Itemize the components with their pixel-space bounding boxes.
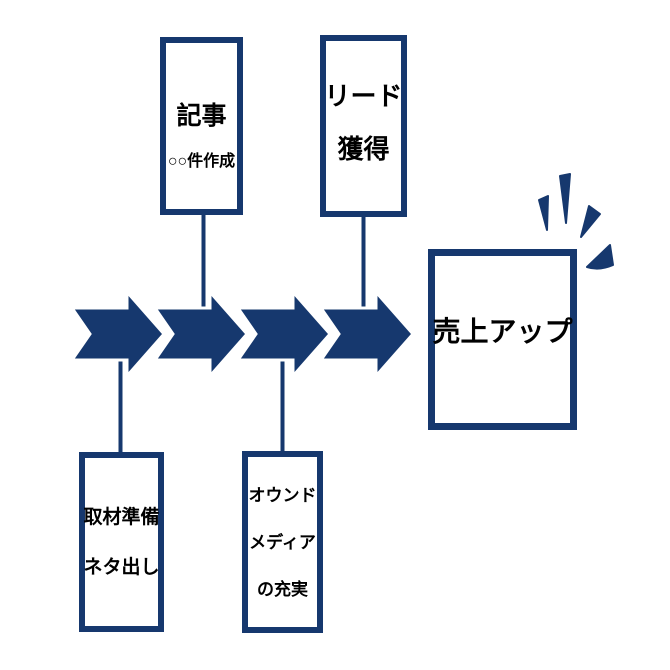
box-line: ○○件作成: [167, 153, 236, 170]
chevron-right-arrow-icon: [69, 288, 166, 380]
process-box-leads: リード 獲得: [320, 35, 407, 217]
chevron-right-arrow-icon: [152, 288, 249, 380]
flow-arrows: [69, 288, 415, 380]
result-label: 売上アップ: [432, 316, 573, 347]
emphasis-stroke: [559, 173, 571, 224]
box-line: ネタ出し: [83, 556, 160, 578]
sparkle-emphasis-icon: [538, 173, 614, 270]
chevron-right-arrow-icon: [235, 288, 332, 380]
process-box-owned-media: オウンド メディア の充実: [242, 451, 323, 633]
box-line: リード: [324, 81, 403, 111]
process-box-preparation: 取材準備 ネタ出し: [79, 452, 164, 632]
box-line: オウンド: [248, 485, 317, 505]
chevron-right-arrow-icon: [318, 288, 415, 380]
emphasis-comma-stroke: [586, 244, 614, 270]
emphasis-stroke: [538, 195, 549, 231]
connector-lines: [118, 214, 366, 454]
box-line: 取材準備: [83, 506, 160, 528]
box-line: の充実: [257, 579, 308, 599]
box-line: メディア: [249, 532, 316, 552]
box-line: 獲得: [337, 134, 390, 164]
process-box-articles: 記事 ○○件作成: [160, 37, 243, 215]
result-box-sales-up: 売上アップ: [428, 249, 577, 430]
emphasis-stroke: [580, 205, 601, 238]
box-line: 記事: [176, 102, 227, 130]
